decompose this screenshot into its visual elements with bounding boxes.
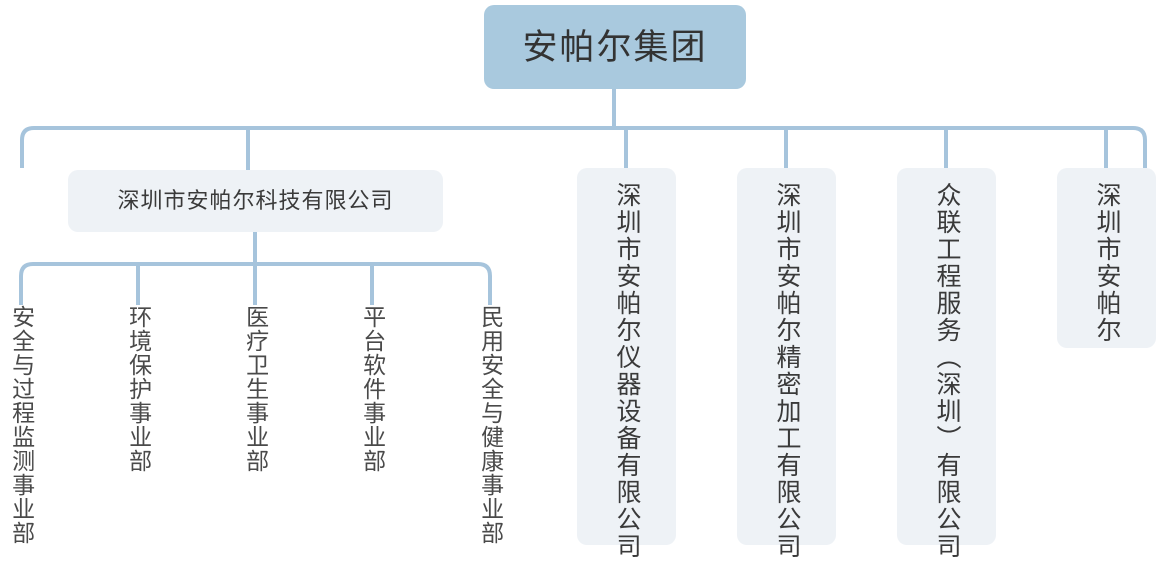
node-subsidiary-zhonglian[interactable]: 众联工程服务（深圳）有限公司 — [897, 168, 996, 560]
node-subsidiary-tech-label: 深圳市安帕尔科技有限公司 — [117, 188, 394, 213]
dept-platform-software[interactable]: 平台软件事业部 — [351, 305, 393, 555]
dept-medical-health[interactable]: 医疗卫生事业部 — [234, 305, 276, 555]
node-subsidiary-tech[interactable]: 深圳市安帕尔科技有限公司 — [68, 170, 443, 232]
dept-civil-safety-health[interactable]: 民用安全与健康事业部 — [469, 305, 511, 555]
dept-environmental-protection[interactable]: 环境保护事业部 — [117, 305, 159, 555]
dept-environmental-protection-label: 环境保护事业部 — [125, 305, 152, 473]
node-subsidiary-anpaer[interactable]: 深圳市安帕尔 — [1057, 168, 1156, 348]
dept-safety-process-monitoring-label: 安全与过程监测事业部 — [8, 305, 35, 545]
node-root-label: 安帕尔集团 — [522, 27, 708, 67]
node-subsidiary-anpaer-label: 深圳市安帕尔 — [1093, 182, 1121, 344]
dept-medical-health-label: 医疗卫生事业部 — [242, 305, 269, 473]
node-subsidiary-instruments-label: 深圳市安帕尔仪器设备有限公司 — [613, 182, 641, 560]
node-root[interactable]: 安帕尔集团 — [484, 5, 746, 89]
node-subsidiary-precision-label: 深圳市安帕尔精密加工有限公司 — [773, 182, 801, 560]
connector-level2-bus — [20, 126, 1147, 168]
dept-safety-process-monitoring[interactable]: 安全与过程监测事业部 — [0, 305, 42, 555]
dept-platform-software-label: 平台软件事业部 — [359, 305, 386, 473]
dept-civil-safety-health-label: 民用安全与健康事业部 — [477, 305, 504, 545]
node-subsidiary-zhonglian-label: 众联工程服务（深圳）有限公司 — [933, 182, 961, 560]
node-subsidiary-precision[interactable]: 深圳市安帕尔精密加工有限公司 — [737, 168, 836, 560]
node-subsidiary-instruments[interactable]: 深圳市安帕尔仪器设备有限公司 — [577, 168, 676, 560]
connector-dept-bus — [19, 262, 492, 305]
